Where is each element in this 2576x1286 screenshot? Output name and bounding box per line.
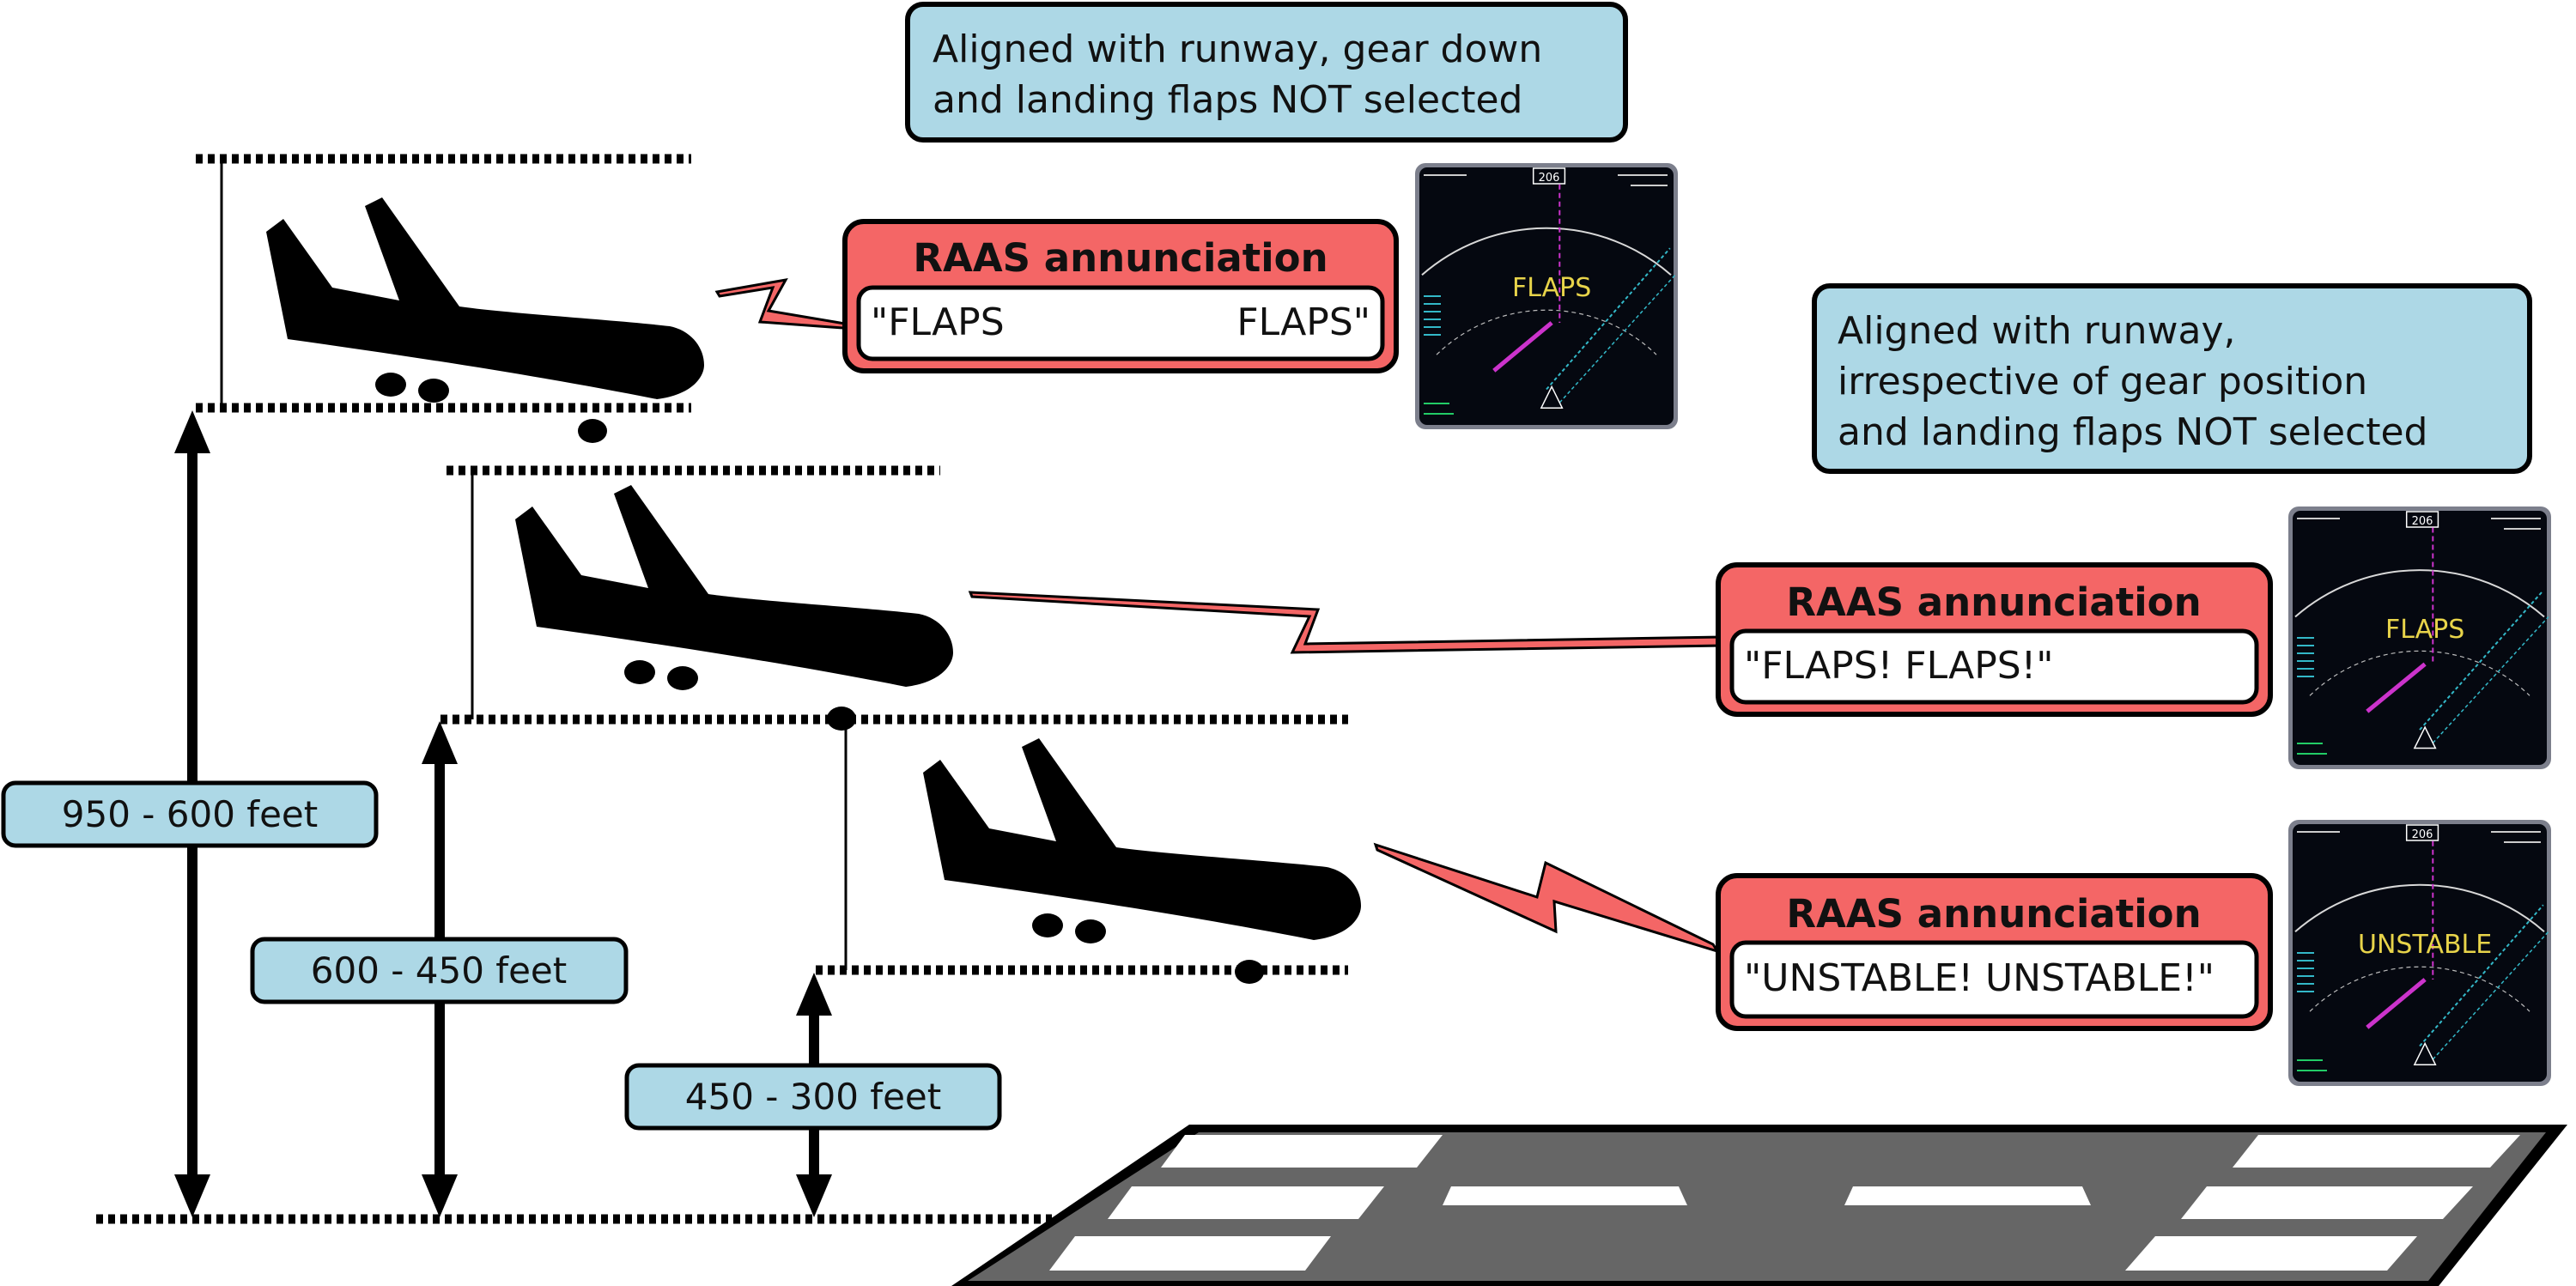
heading-readout: 206 (2412, 515, 2433, 528)
annunciation-title-1: RAAS annunciation (913, 235, 1327, 281)
heading-readout: 206 (1539, 172, 1560, 185)
heading-readout: 206 (2412, 828, 2433, 841)
heading-box (2405, 511, 2439, 528)
annunciation-callout-3: "UNSTABLE! UNSTABLE!" (1744, 956, 2215, 1000)
condition-box-1-line-1: Aligned with runway, gear down (933, 27, 1542, 71)
annunciation-box-3: RAAS annunciation "UNSTABLE! UNSTABLE!" (1716, 873, 2273, 1031)
compass-arc (1421, 227, 1672, 276)
altitude-band-text-1: 950 - 600 feet (62, 793, 318, 835)
altitude-band-label-3: 450 - 300 feet (624, 1063, 1002, 1131)
heading-box (1532, 167, 1566, 185)
heading-box (2405, 824, 2439, 841)
annunciation-callout-1-left: "FLAPS (871, 300, 1005, 344)
lightning-bolt-3 (1373, 842, 1721, 954)
altitude-guides (220, 159, 848, 970)
condition-box-2-line-2: irrespective of gear position (1838, 360, 2367, 403)
altitude-band-text-2: 600 - 450 feet (311, 949, 567, 992)
annunciation-title-3: RAAS annunciation (1786, 891, 2201, 937)
display-alert-text: UNSTABLE (2358, 930, 2492, 960)
annunciation-callout-2: "FLAPS! FLAPS!" (1744, 644, 2054, 688)
altitude-lines (96, 154, 1348, 1224)
runway (951, 1125, 2567, 1286)
condition-box-2: Aligned with runway, irrespective of gea… (1812, 283, 2532, 474)
display-alert-text: FLAPS (2385, 615, 2464, 645)
airplane-icon-2 (515, 485, 953, 731)
altitude-band-label-1: 950 - 600 feet (1, 780, 379, 848)
annunciation-callout-1-right: FLAPS" (1236, 300, 1370, 344)
lightning-bolt-1 (714, 277, 858, 331)
lightning-bolt-2 (968, 591, 1723, 654)
condition-box-1: Aligned with runway, gear down and landi… (905, 2, 1628, 143)
annunciation-title-2: RAAS annunciation (1786, 579, 2201, 625)
altitude-band-label-2: 600 - 450 feet (250, 937, 629, 1004)
display-alert-text: FLAPS (1512, 273, 1591, 303)
annunciation-box-2: RAAS annunciation "FLAPS! FLAPS!" (1716, 562, 2273, 717)
runway-markings (1049, 1135, 2520, 1271)
condition-box-2-line-1: Aligned with runway, (1838, 309, 2236, 353)
condition-box-1-line-2: and landing flaps NOT selected (933, 78, 1522, 122)
annunciation-box-1: RAAS annunciation "FLAPS FLAPS" (842, 219, 1399, 373)
airplane-icon-3 (923, 738, 1361, 984)
condition-box-2-line-3: and landing flaps NOT selected (1838, 410, 2427, 454)
altitude-band-text-3: 450 - 300 feet (685, 1076, 941, 1118)
compass-arc (2294, 883, 2545, 932)
compass-arc (2294, 569, 2545, 618)
